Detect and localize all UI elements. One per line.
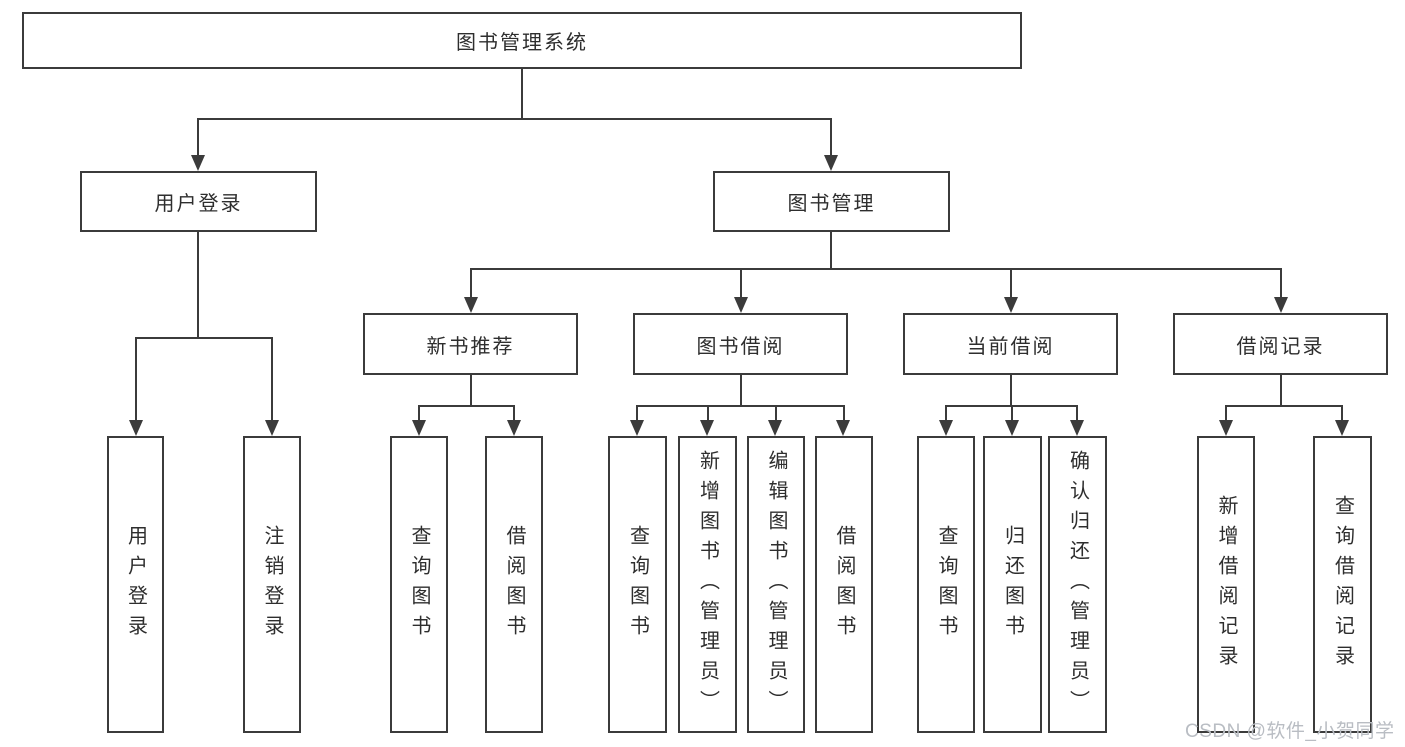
leaf-borrow-add: 新增图书（管理员） [678,436,737,733]
connector-borrow-add-drop [707,405,709,422]
leaf-newbooks-borrow-label: 借阅图书 [503,524,525,645]
connector-current-confirm-drop [1076,405,1078,422]
connector-borrow-query-drop [636,405,638,422]
arrowhead-records-add [1219,420,1233,436]
leaf-current-confirm-label: 确认归还（管理员） [1066,449,1089,720]
leaf-newbooks-query: 查询图书 [390,436,448,733]
connector-book-mgmt-stem [830,232,832,269]
leaf-logout-label: 注销登录 [261,524,283,645]
node-current-borrow: 当前借阅 [903,313,1118,375]
leaf-records-query-label: 查询借阅记录 [1331,494,1354,675]
arrowhead-records [1274,297,1288,313]
leaf-current-return-label: 归还图书 [1001,524,1024,645]
arrowhead-user-login [191,155,205,171]
leaf-borrow-borrow: 借阅图书 [815,436,873,733]
arrowhead-borrow [734,297,748,313]
connector-current-query-drop [945,405,947,422]
leaf-records-add-label: 新增借阅记录 [1215,494,1237,675]
node-new-book-recommend: 新书推荐 [363,313,578,375]
node-root: 图书管理系统 [22,12,1022,69]
connector-records-add-drop [1225,405,1227,422]
arrowhead-newbooks-borrow [507,420,521,436]
connector-borrow-edit-drop [775,405,777,422]
connector-leaf-logout-drop [271,337,273,422]
connector-newbooks-query-drop [418,405,420,422]
arrowhead-borrow-query [630,420,644,436]
leaf-user-login: 用户登录 [107,436,164,733]
connector-current-stem [1010,375,1012,406]
arrowhead-newbooks-query [412,420,426,436]
node-borrow-record-label: 借阅记录 [1236,335,1325,358]
arrowhead-leaf-logout [265,420,279,436]
arrowhead-current-query [939,420,953,436]
connector-newbooks-borrow-drop [513,405,515,422]
connector-user-login-stem [197,232,199,338]
leaf-current-return: 归还图书 [983,436,1042,733]
node-book-borrow-label: 图书借阅 [696,335,785,358]
leaf-borrow-add-label: 新增图书（管理员） [696,449,719,720]
node-root-label: 图书管理系统 [456,32,588,54]
connector-new-books-stem [470,375,472,406]
node-book-borrow: 图书借阅 [633,313,848,375]
node-user-login: 用户登录 [80,171,317,232]
connector-borrow-stem [740,375,742,406]
leaf-borrow-borrow-label: 借阅图书 [833,524,855,645]
leaf-logout: 注销登录 [243,436,301,733]
leaf-borrow-edit-label: 编辑图书（管理员） [765,449,787,720]
connector-user-login-drop [197,118,199,156]
connector-records-drop [1280,268,1282,299]
connector-root-stem [521,69,523,119]
connector-user-login-bar [135,337,273,339]
arrowhead-borrow-add [700,420,714,436]
leaf-current-query: 查询图书 [917,436,975,733]
node-book-management: 图书管理 [713,171,950,232]
leaf-records-query: 查询借阅记录 [1313,436,1372,733]
node-current-borrow-label: 当前借阅 [966,335,1055,358]
arrowhead-records-query [1335,420,1349,436]
leaf-borrow-query: 查询图书 [608,436,667,733]
leaf-current-query-label: 查询图书 [935,524,957,645]
leaf-newbooks-borrow: 借阅图书 [485,436,543,733]
connector-new-books-bar [419,405,515,407]
leaf-borrow-query-label: 查询图书 [626,524,649,645]
csdn-watermark: CSDN @软件_小贺同学 [1185,721,1395,742]
connector-leaf-login-drop [135,337,137,422]
leaf-current-confirm: 确认归还（管理员） [1048,436,1107,733]
connector-current-return-drop [1011,405,1013,422]
leaf-borrow-edit: 编辑图书（管理员） [747,436,805,733]
connector-borrow-borrow-drop [843,405,845,422]
connector-new-books-drop [470,268,472,299]
arrowhead-book-mgmt [824,155,838,171]
leaf-records-add: 新增借阅记录 [1197,436,1255,733]
node-borrow-record: 借阅记录 [1173,313,1388,375]
connector-book-mgmt-drop [830,118,832,156]
connector-records-query-drop [1341,405,1343,422]
connector-borrow-bar [637,405,845,407]
connector-current-drop [1010,268,1012,299]
arrowhead-current-confirm [1070,420,1084,436]
node-user-login-label: 用户登录 [154,193,243,215]
leaf-newbooks-query-label: 查询图书 [408,524,430,645]
arrowhead-leaf-login [129,420,143,436]
node-book-management-label: 图书管理 [787,193,876,215]
arrowhead-borrow-borrow [836,420,850,436]
arrowhead-current [1004,297,1018,313]
connector-records-bar [1225,405,1343,407]
leaf-user-login-label: 用户登录 [124,524,147,645]
connector-level2-bar [197,118,832,120]
arrowhead-current-return [1005,420,1019,436]
connector-records-stem [1280,375,1282,406]
connector-borrow-drop [740,268,742,299]
node-new-book-recommend-label: 新书推荐 [426,335,515,358]
connector-level3-bar [470,268,1281,270]
arrowhead-new-books [464,297,478,313]
arrowhead-borrow-edit [768,420,782,436]
